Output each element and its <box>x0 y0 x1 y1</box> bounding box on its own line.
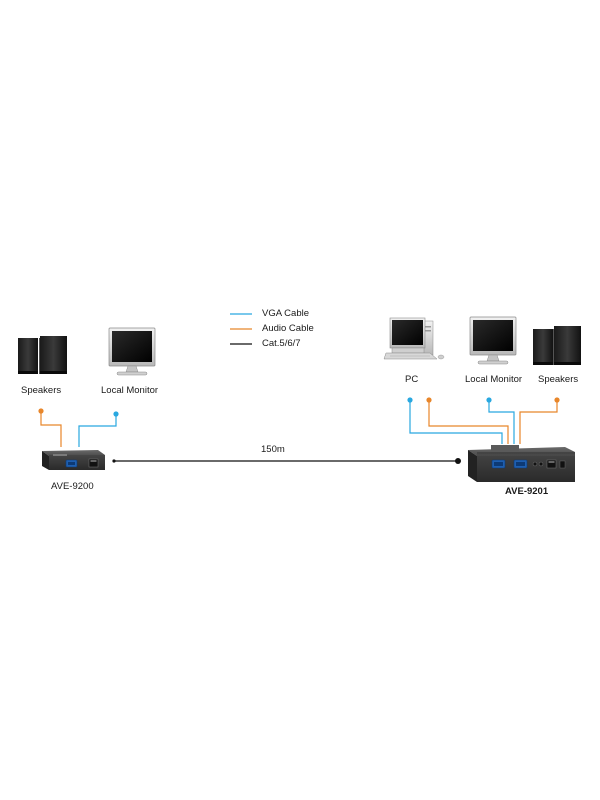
left-vga-cable <box>78 414 117 447</box>
pc-label: PC <box>405 374 419 385</box>
distance-label: 150m <box>261 444 285 455</box>
pc-audio-cable <box>428 400 509 444</box>
ave-9200-label: AVE-9200 <box>51 481 94 492</box>
pc-vga-cable <box>409 400 503 444</box>
left-cables <box>38 408 119 447</box>
right-cables <box>407 397 560 444</box>
left-audio-cable <box>40 411 62 447</box>
right-speakers-icon <box>533 326 581 365</box>
left-monitor-icon <box>108 327 156 376</box>
left-speakers-icon <box>18 336 67 374</box>
ave-9201-device-icon <box>468 445 575 482</box>
left-vga-connector <box>113 411 119 417</box>
left-speakers-label: Speakers <box>21 385 62 396</box>
pc-vga-connector <box>407 397 413 403</box>
legend-vga-label: VGA Cable <box>262 308 309 319</box>
right-speakers-label: Speakers <box>538 374 579 385</box>
right-monitor-label: Local Monitor <box>465 374 523 385</box>
pc-audio-connector <box>426 397 432 403</box>
left-audio-connector <box>38 408 44 414</box>
speakers-audio-connector <box>554 397 560 403</box>
legend <box>230 313 252 345</box>
cat-cable-right-end <box>455 458 461 464</box>
legend-audio-label: Audio Cable <box>262 323 314 334</box>
right-monitor-icon <box>469 316 517 365</box>
left-monitor-label: Local Monitor <box>101 385 159 396</box>
legend-cat-label: Cat.5/6/7 <box>262 338 301 349</box>
cat-cable-left-end <box>112 459 116 463</box>
pc-icon <box>383 317 445 360</box>
monitor-vga-connector <box>486 397 492 403</box>
cat-cable-link <box>112 458 461 464</box>
monitor-vga-cable <box>488 400 515 444</box>
ave-9200-device-icon <box>42 450 105 470</box>
ave-9201-label: AVE-9201 <box>505 486 549 497</box>
speakers-audio-cable <box>519 400 558 444</box>
